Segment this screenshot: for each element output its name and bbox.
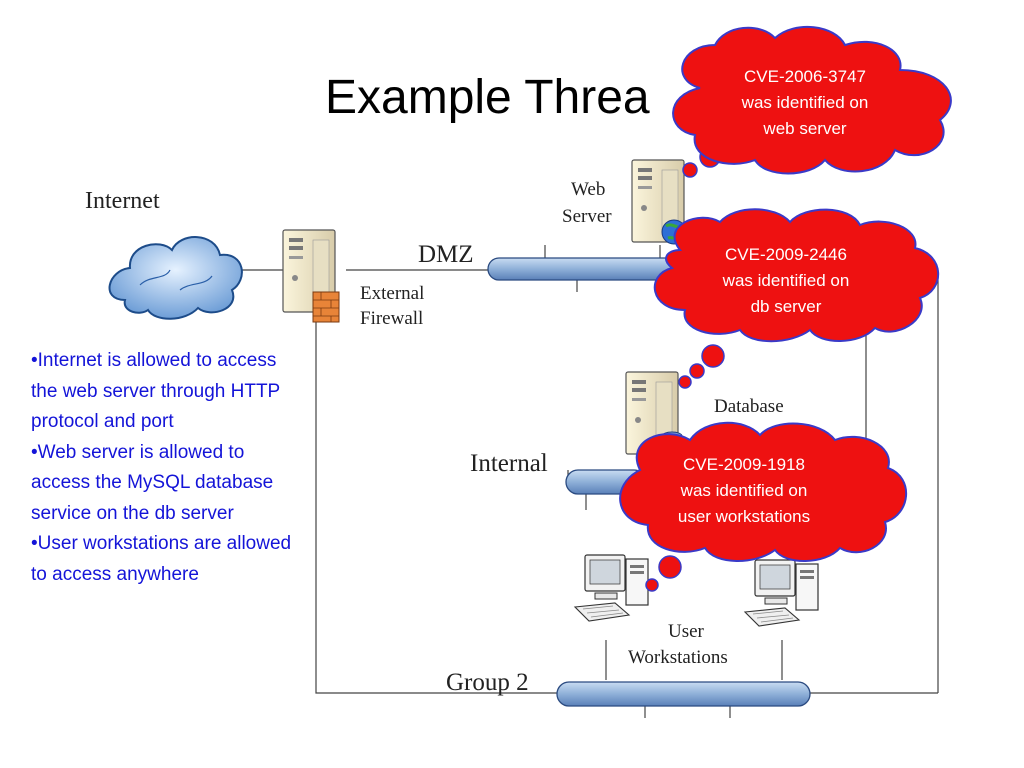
external-firewall-icon xyxy=(282,229,340,323)
group2-label: Group 2 xyxy=(446,669,529,696)
bubble-2-line2: was identified on xyxy=(722,271,850,290)
external-firewall-label-line1: External xyxy=(360,283,424,304)
internet-cloud-icon xyxy=(108,236,243,320)
bubble-1-line2: was identified on xyxy=(741,93,869,112)
bubble-1-line1: CVE-2006-3747 xyxy=(744,67,866,86)
dmz-label: DMZ xyxy=(418,241,474,268)
cve-bubble-db-server: CVE-2009-2446 was identified on db serve… xyxy=(653,208,940,389)
workstation-icon xyxy=(744,559,819,627)
cve-bubble-web-server: CVE-2006-3747 was identified on web serv… xyxy=(672,25,952,178)
internet-label: Internet xyxy=(85,188,160,214)
cve-bubble-user-workstations: CVE-2009-1918 was identified on user wor… xyxy=(619,421,907,592)
internal-label: Internal xyxy=(470,450,548,477)
user-workstations-label-line1: User xyxy=(668,621,705,642)
user-workstations-label-line2: Workstations xyxy=(628,647,728,668)
workstation-icon xyxy=(574,554,649,622)
bubble-3-line1: CVE-2009-1918 xyxy=(683,455,805,474)
bullet-item: •User workstations are allowed to access… xyxy=(31,533,292,585)
bubble-3-line3: user workstations xyxy=(678,507,810,526)
database-label: Database xyxy=(714,396,784,417)
bullet-item: •Internet is allowed to access the web s… xyxy=(31,350,280,432)
external-firewall-label-line2: Firewall xyxy=(360,308,423,329)
group2-bus xyxy=(556,681,811,707)
bubble-2-line3: db server xyxy=(751,297,822,316)
bullet-item: •Web server is allowed to access the MyS… xyxy=(31,441,274,524)
web-server-label-line1: Web xyxy=(571,179,605,200)
bullet-list: •Internet is allowed to access the web s… xyxy=(31,346,293,590)
bubble-3-line2: was identified on xyxy=(680,481,808,500)
web-server-label-line2: Server xyxy=(562,206,612,227)
slide-title: Example Threa xyxy=(325,71,650,124)
bubble-1-line3: web server xyxy=(762,119,846,138)
bubble-2-line1: CVE-2009-2446 xyxy=(725,245,847,264)
